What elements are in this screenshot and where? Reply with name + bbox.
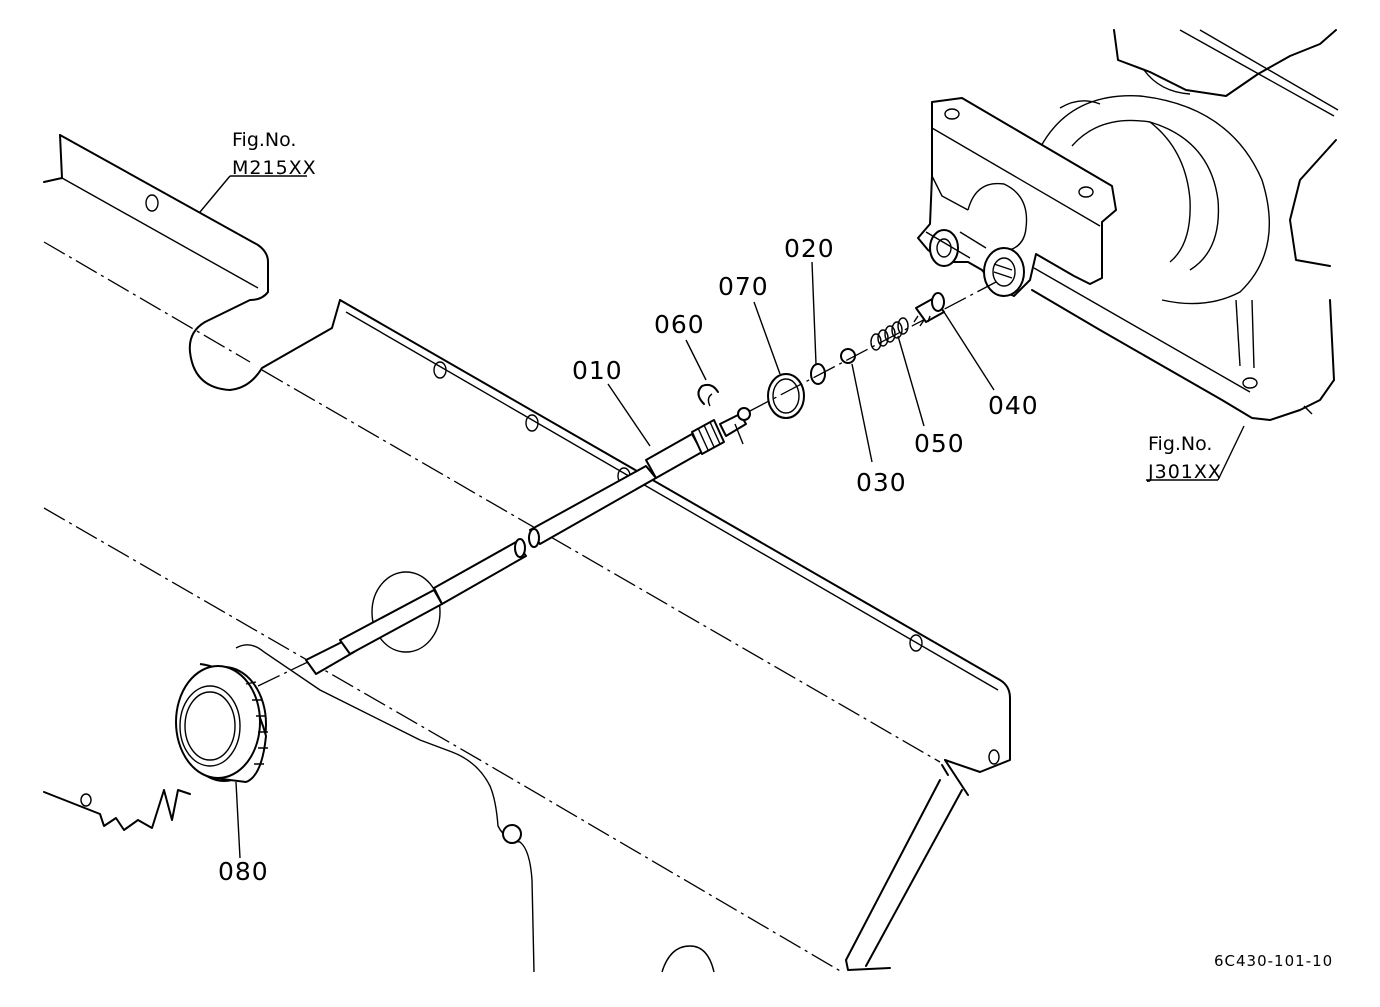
part-label-080: 080 xyxy=(218,857,269,886)
part-label-010: 010 xyxy=(572,356,623,385)
frame-rail-left xyxy=(43,134,341,391)
part-label-020: 020 xyxy=(784,234,835,263)
part-030-ball xyxy=(840,348,856,364)
part-label-070: 070 xyxy=(718,272,769,301)
transmission-housing xyxy=(917,29,1339,421)
part-label-060: 060 xyxy=(654,310,705,339)
part-050-spring xyxy=(870,317,909,351)
channel-member xyxy=(43,299,1011,973)
part-label-040: 040 xyxy=(988,391,1039,420)
part-080-seal xyxy=(175,663,268,783)
drawing-id: 6C430-101-10 xyxy=(1214,952,1333,970)
fig-ref-number-right: J301XX xyxy=(1147,461,1222,483)
fig-ref-label-right: Fig.No. xyxy=(1148,433,1212,455)
part-020-o-ring xyxy=(810,363,826,385)
fig-ref-number-left: M215XX xyxy=(232,157,317,179)
part-010-shaft xyxy=(305,407,751,675)
part-040-plug xyxy=(913,292,945,327)
fig-ref-label-left: Fig.No. xyxy=(232,129,296,151)
part-label-030: 030 xyxy=(856,468,907,497)
part-060-clip xyxy=(697,383,719,407)
lower-housing xyxy=(43,644,715,973)
part-070-snap-ring xyxy=(767,373,805,419)
leader-lines xyxy=(199,175,1245,859)
part-label-050: 050 xyxy=(914,429,965,458)
